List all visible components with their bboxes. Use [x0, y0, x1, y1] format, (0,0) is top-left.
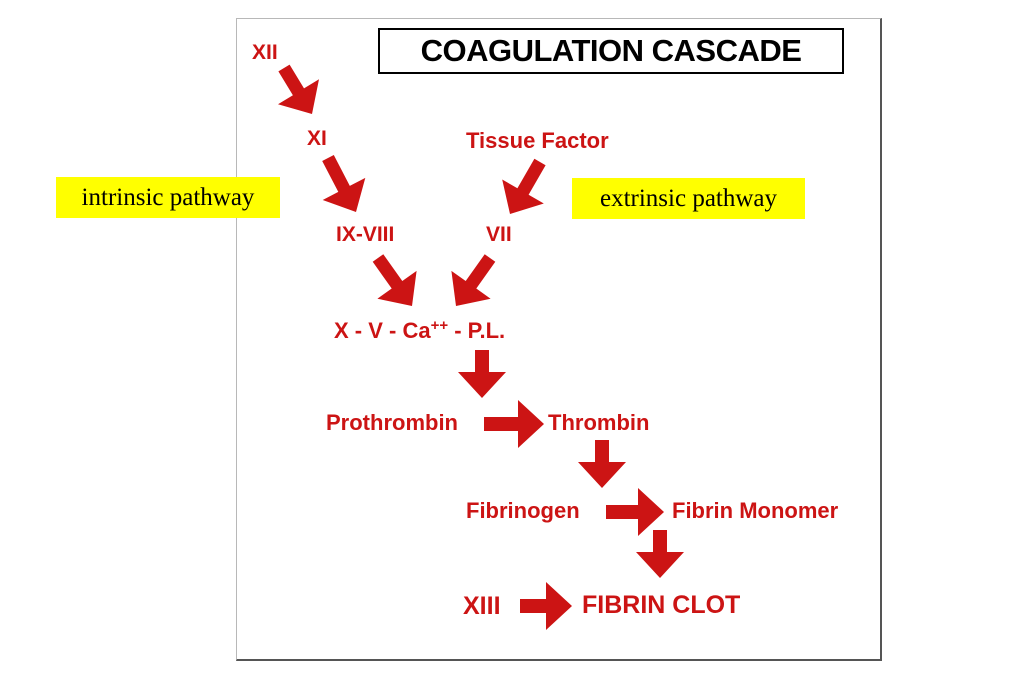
diagram-panel [236, 18, 882, 661]
diagram-title: COAGULATION CASCADE [420, 33, 802, 68]
calcium-charge: ++ [430, 317, 449, 334]
thrombin: Thrombin [548, 410, 650, 435]
extrinsic-pathway-label: extrinsic pathway [572, 178, 805, 219]
factor-xii: XII [252, 41, 278, 64]
complex-x-v-ca-pl: X - V - Ca++ - P.L. [334, 318, 505, 342]
intrinsic-pathway-label: intrinsic pathway [56, 177, 280, 218]
factor-ix-viii: IX-VIII [336, 223, 395, 246]
fibrin-clot: FIBRIN CLOT [582, 591, 741, 619]
extrinsic-pathway-text: extrinsic pathway [599, 184, 778, 212]
fibrinogen: Fibrinogen [466, 498, 580, 523]
factor-xi: XI [307, 127, 327, 150]
complex-tail-text: - P.L. [448, 318, 506, 343]
complex-main-text: X - V - Ca [334, 318, 431, 343]
fibrin-monomer: Fibrin Monomer [672, 498, 839, 523]
prothrombin: Prothrombin [326, 410, 458, 435]
factor-vii: VII [486, 223, 512, 246]
tissue-factor: Tissue Factor [466, 128, 609, 153]
intrinsic-pathway-text: intrinsic pathway [81, 183, 255, 211]
title-box: COAGULATION CASCADE [378, 28, 844, 74]
factor-xiii: XIII [463, 592, 501, 620]
